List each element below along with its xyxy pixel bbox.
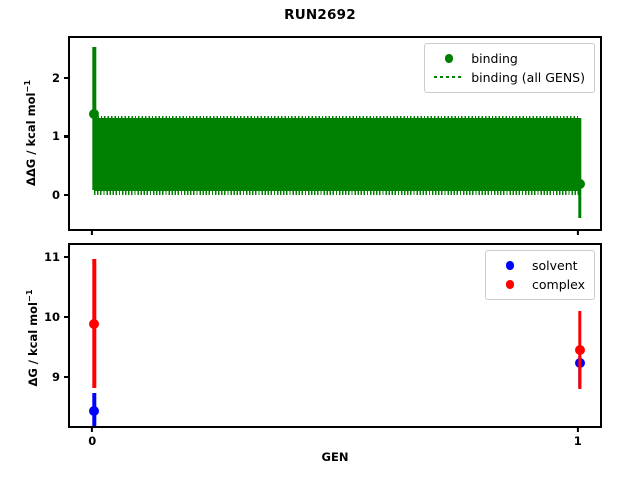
binding-errorbar [578,117,582,218]
legend-item-binding-all-gens[interactable]: binding (all GENS) [432,68,585,87]
bottom-ytick-mark [64,255,68,258]
x-tick-label: 0 [88,434,97,448]
binding-marker[interactable] [574,178,585,189]
legend-label-complex: complex [532,277,585,292]
top-ytick-label: 2 [51,71,60,86]
top-ytick-mark [64,76,68,80]
top-panel-legend[interactable]: binding binding (all GENS) [424,43,595,93]
legend-label-solvent: solvent [532,258,578,273]
binding-all-gens-trace-edge [94,186,580,195]
bottom-panel-plot-area [70,245,600,426]
complex-marker[interactable] [89,318,100,329]
bottom-panel-ylabel: ΔG / kcal mol−1 [24,258,40,418]
complex-dot-icon [493,280,527,289]
binding-dot-icon [432,54,466,63]
bottom-ytick-label: 10 [43,309,60,324]
solvent-marker[interactable] [89,405,100,416]
top-panel-plot-area [70,38,600,229]
binding-all-gens-trace [94,117,580,191]
legend-item-solvent[interactable]: solvent [493,256,585,275]
x-axis-label: GEN [321,450,349,464]
bottom-panel-legend[interactable]: solvent complex [485,250,595,300]
complex-marker[interactable] [574,344,585,355]
solvent-dot-icon [493,261,527,270]
legend-item-binding[interactable]: binding [432,49,585,68]
binding-marker[interactable] [89,108,100,119]
binding-all-gens-trace-top-edge [94,115,580,121]
bottom-ytick-mark [64,315,68,318]
legend-item-complex[interactable]: complex [493,275,585,294]
top-panel-axes: binding binding (all GENS) [68,36,602,231]
bottom-panel-axes: solvent complex [68,243,602,428]
top-ytick-mark [64,193,68,196]
legend-label-binding-all-gens: binding (all GENS) [471,70,585,85]
top-panel-x-tick-mark [91,231,94,235]
top-ytick-label: 0 [51,187,60,202]
page-title: RUN2692 [284,7,356,23]
top-ytick-mark [64,135,68,138]
bottom-panel-ylabel-exponent: −1 [24,289,35,302]
binding-dotted-line-icon [432,76,466,79]
bottom-ytick-mark [64,375,68,379]
x-tick-mark [91,428,94,432]
x-tick-mark [576,428,579,432]
bottom-ytick-label: 9 [51,369,60,384]
top-panel-x-tick-mark [576,231,579,235]
legend-label-binding: binding [471,51,518,66]
top-ytick-label: 1 [51,129,60,144]
bottom-ytick-label: 11 [43,249,60,264]
x-tick-label: 1 [573,434,582,448]
